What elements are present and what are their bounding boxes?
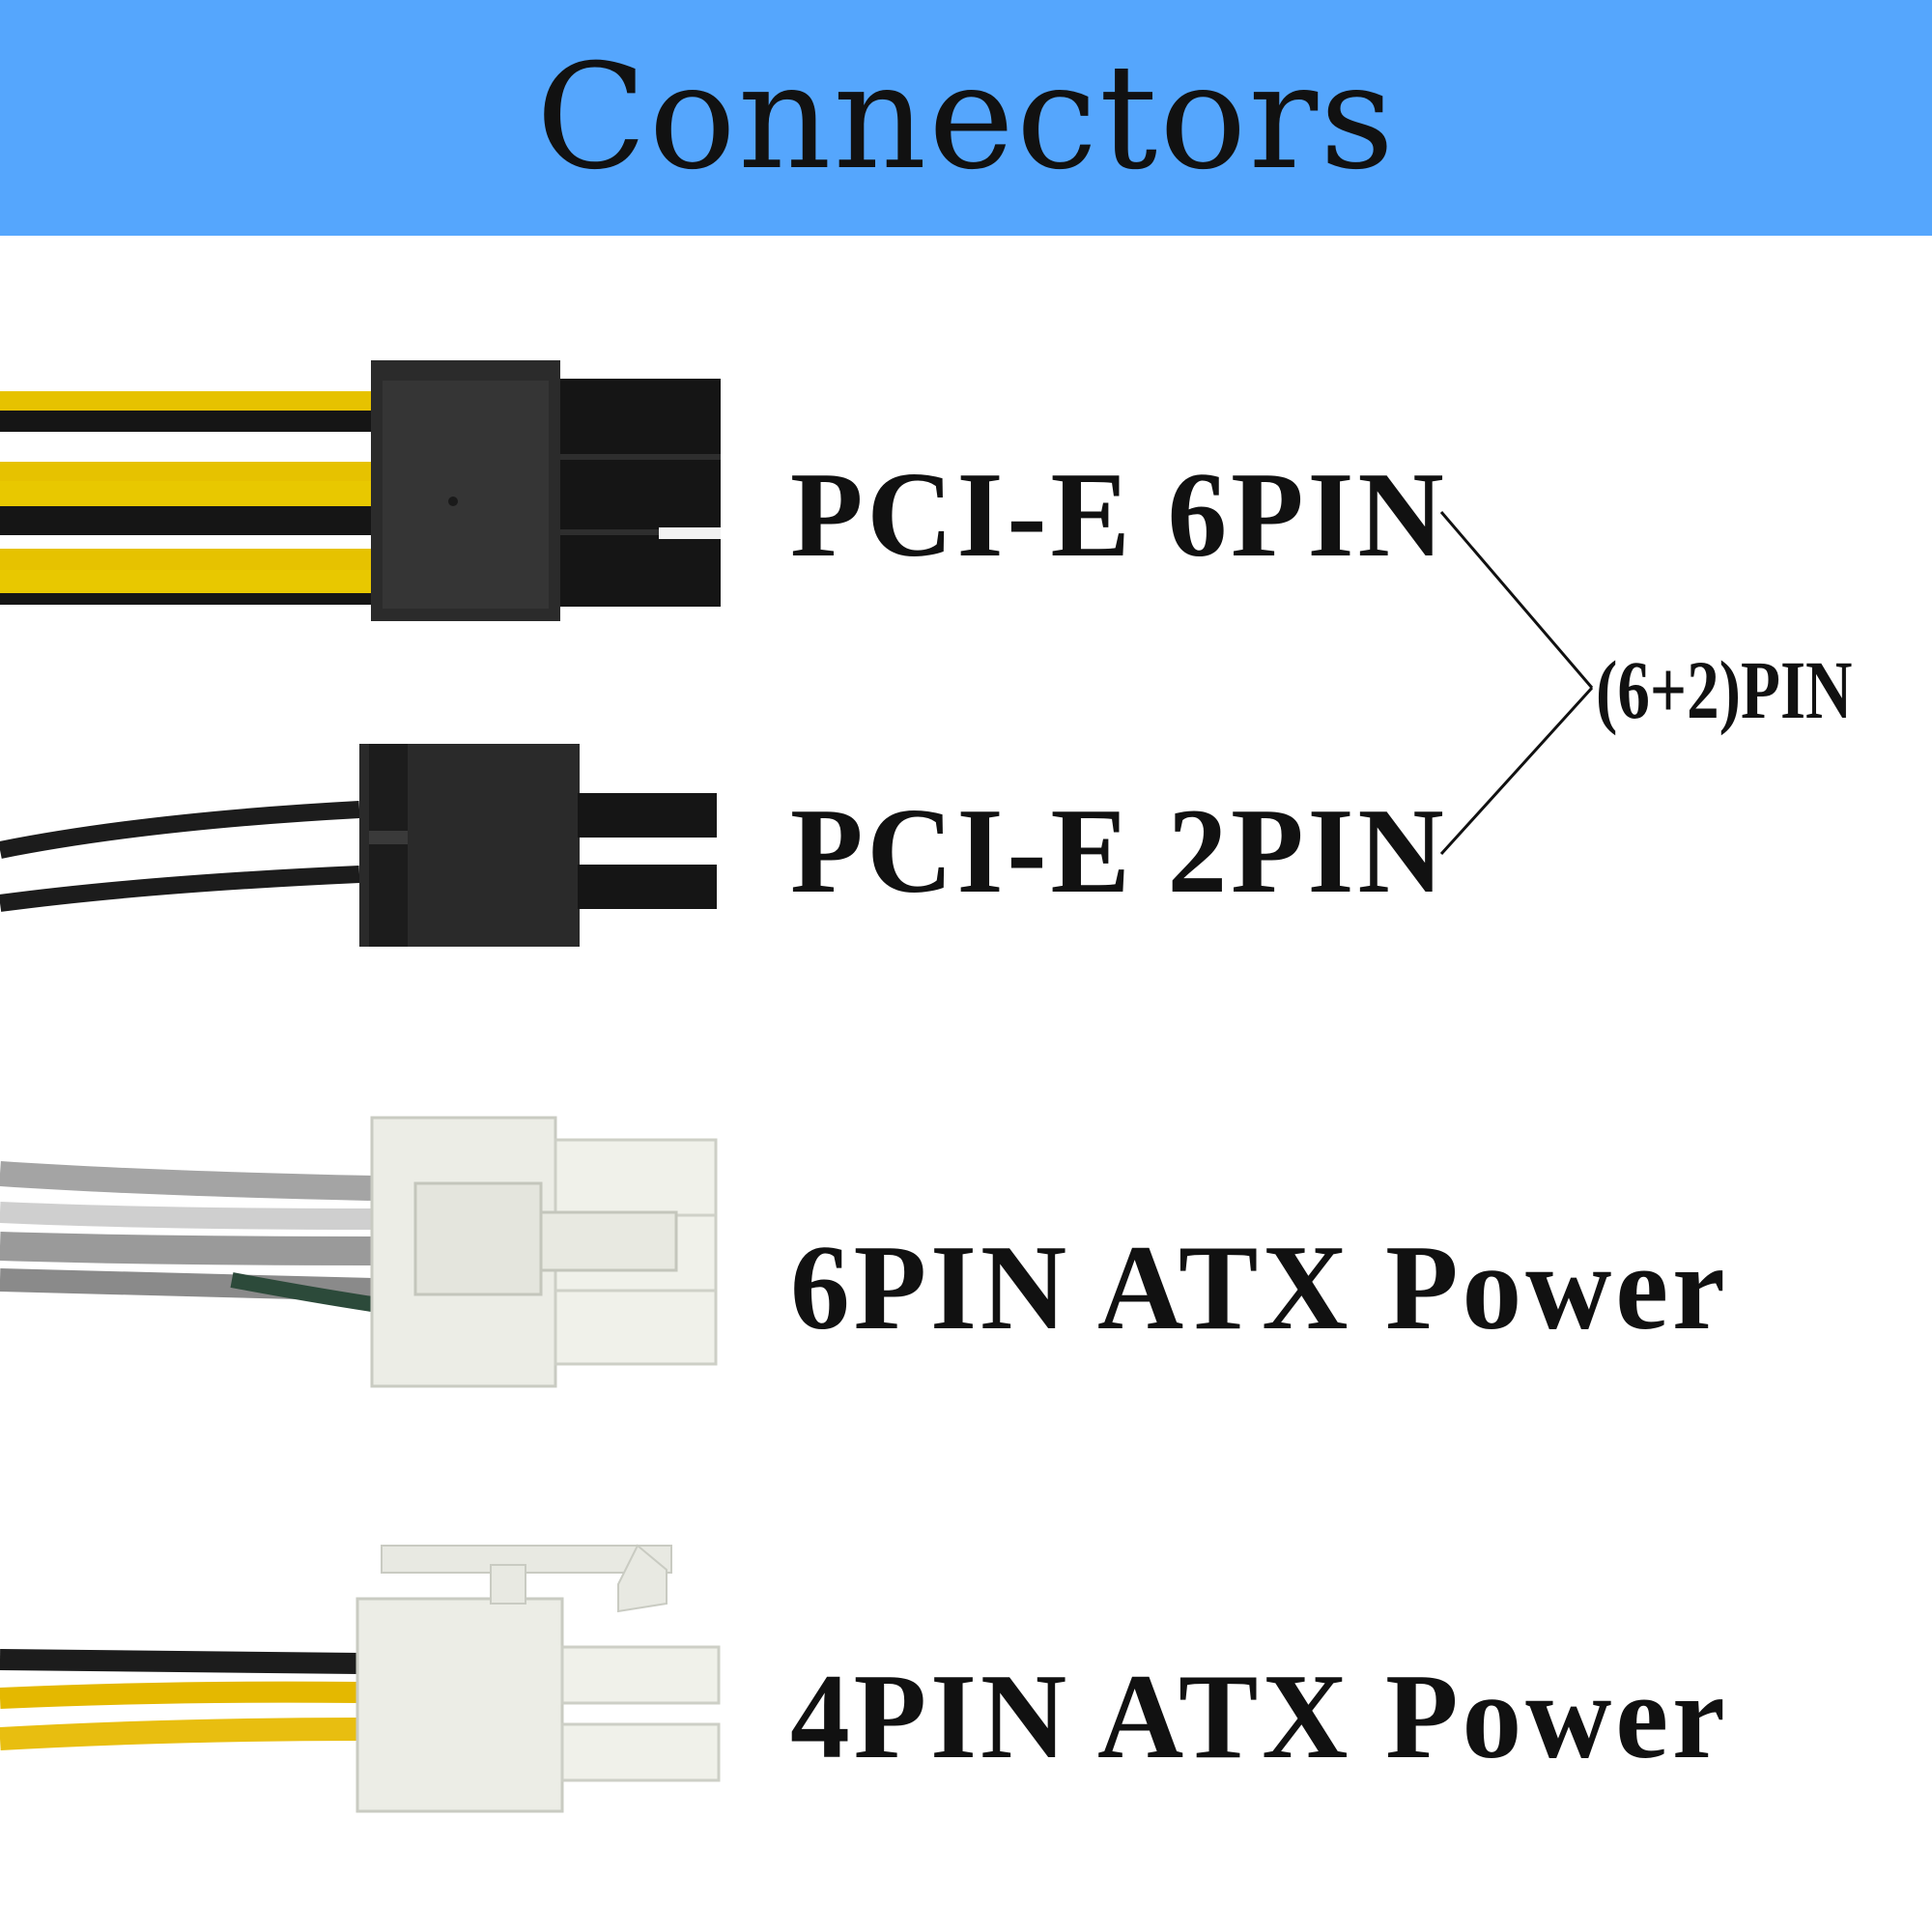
header-banner bbox=[0, 0, 1932, 236]
combined-bracket-lines bbox=[1439, 511, 1594, 856]
combined-6plus2-label: (6+2)PIN bbox=[1596, 643, 1853, 736]
pcie-6pin-label: PCI-E 6PIN bbox=[790, 448, 1448, 582]
atx-4pin-connector-image bbox=[0, 1544, 721, 1813]
pcie-2pin-label: PCI-E 2PIN bbox=[790, 784, 1448, 919]
atx-4pin-label: 4PIN ATX Power bbox=[790, 1650, 1729, 1784]
page-title: Connectors bbox=[535, 34, 1397, 202]
atx-6pin-connector-image bbox=[0, 1116, 718, 1388]
pcie-2pin-connector-image bbox=[0, 744, 717, 947]
pcie-6pin-connector-image bbox=[0, 360, 721, 621]
atx-6pin-label: 6PIN ATX Power bbox=[790, 1221, 1729, 1355]
